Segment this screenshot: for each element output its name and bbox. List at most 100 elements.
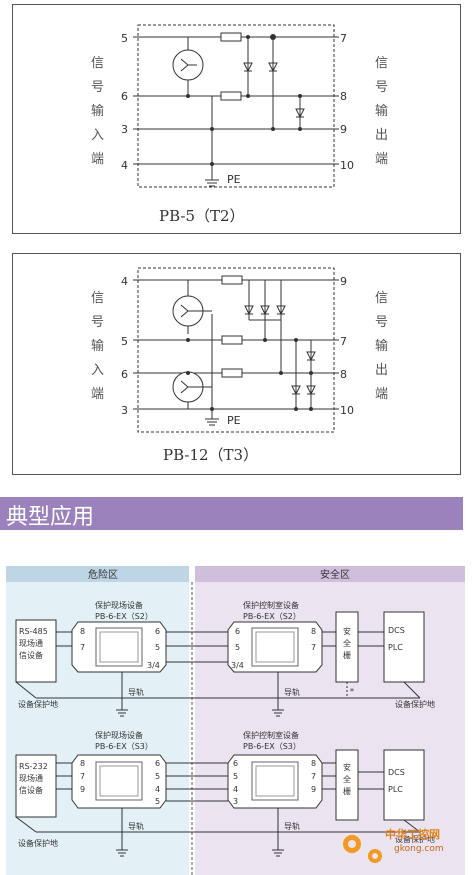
pin-label: 8 bbox=[311, 759, 316, 768]
protector-model: PB-6-EX（S2） bbox=[243, 612, 301, 621]
pe-label: PE bbox=[227, 173, 241, 186]
protector-title: 保护控制室设备 bbox=[243, 730, 299, 740]
input-label-char: 端 bbox=[91, 387, 104, 402]
pin-label: 3/4 bbox=[231, 661, 244, 670]
input-label-char: 入 bbox=[91, 128, 104, 143]
input-label-char: 入 bbox=[91, 363, 104, 378]
barrier-label: 栅 bbox=[343, 786, 351, 796]
safety-barrier bbox=[335, 749, 359, 821]
pin-label: 8 bbox=[80, 759, 85, 768]
field-device-label: 现场通 bbox=[19, 773, 43, 783]
dcs-label: DCS bbox=[388, 768, 405, 777]
dcs-label: DCS bbox=[388, 626, 405, 635]
danger-zone-area bbox=[6, 566, 189, 875]
pin-label: 7 bbox=[311, 643, 316, 652]
output-label-char: 号 bbox=[375, 80, 388, 95]
tvs-diode bbox=[243, 62, 253, 73]
input-label-char: 信 bbox=[91, 56, 104, 71]
ground-label: 设备保护地 bbox=[395, 699, 435, 709]
diagram-caption: PB-5（T2） bbox=[159, 207, 245, 225]
dcs-plc-box bbox=[383, 749, 425, 821]
ground-label: 设备保护地 bbox=[395, 834, 435, 844]
resistor bbox=[221, 275, 243, 285]
output-label-char: 输 bbox=[375, 103, 388, 119]
pin-label: 6 bbox=[121, 90, 128, 103]
ground-icon bbox=[272, 709, 284, 717]
barrier-label: 栅 bbox=[343, 650, 351, 660]
pin-label: 9 bbox=[311, 785, 316, 794]
ground-label: 设备保护地 bbox=[18, 699, 58, 709]
tvs-diode bbox=[244, 305, 254, 316]
pin-label: 5 bbox=[155, 643, 160, 652]
ground-icon bbox=[116, 709, 128, 717]
pin-label: 5 bbox=[155, 797, 160, 806]
rail-label: 导轨 bbox=[128, 687, 144, 697]
danger-zone-label: 危险区 bbox=[88, 568, 118, 581]
pin-label: 5 bbox=[121, 335, 128, 348]
tvs-diode bbox=[276, 305, 286, 316]
pin-label: 7 bbox=[340, 32, 347, 45]
ctrl-protector-module bbox=[227, 754, 323, 809]
safe-zone-label: 安全区 bbox=[320, 568, 350, 581]
pin-label: 7 bbox=[80, 643, 85, 652]
output-label-char: 信 bbox=[375, 291, 388, 306]
pin-label: 3 bbox=[233, 797, 238, 806]
watermark-url: gkong.com bbox=[394, 844, 444, 854]
input-label-char: 输 bbox=[91, 338, 104, 354]
protector-title: 保护现场设备 bbox=[95, 600, 143, 610]
pin-label: 4 bbox=[233, 785, 238, 794]
safe-zone-header bbox=[195, 566, 465, 582]
rail-label: 导轨 bbox=[284, 821, 300, 831]
output-label-char: 端 bbox=[375, 152, 388, 167]
input-label-char: 输 bbox=[91, 103, 104, 119]
pin-label: 9 bbox=[80, 785, 85, 794]
dcs-plc-box bbox=[383, 611, 425, 683]
protector-title: 保护控制室设备 bbox=[243, 600, 299, 610]
pin-label: 5 bbox=[233, 772, 238, 781]
field-device-box bbox=[15, 619, 57, 683]
pin-label: 6 bbox=[121, 368, 128, 381]
field-protector-module bbox=[71, 754, 167, 809]
input-label-char: 号 bbox=[91, 80, 104, 95]
pin-label: 5 bbox=[155, 772, 160, 781]
tvs-diode bbox=[306, 385, 316, 396]
protector-model: PB-6-EX（S3） bbox=[243, 742, 301, 751]
field-device-label: 信设备 bbox=[19, 650, 43, 660]
plc-label: PLC bbox=[388, 643, 403, 652]
input-label-char: 端 bbox=[91, 152, 104, 167]
field-device-label: 信设备 bbox=[19, 785, 43, 795]
pin-label: 8 bbox=[311, 627, 316, 636]
tvs-diode bbox=[291, 385, 301, 396]
ground-icon bbox=[205, 179, 219, 187]
plc-label: PLC bbox=[388, 785, 403, 794]
field-protector-module bbox=[71, 621, 167, 673]
pin-label: 5 bbox=[235, 643, 240, 652]
pin-label: 9 bbox=[340, 275, 347, 288]
diagram-caption: PB-12（T3） bbox=[163, 446, 258, 464]
ground-icon bbox=[205, 418, 219, 426]
pin-label: 10 bbox=[340, 404, 354, 417]
ctrl-protector-module bbox=[227, 621, 323, 673]
output-label-char: 号 bbox=[375, 315, 388, 330]
input-label-char: 信 bbox=[91, 291, 104, 306]
pin-label: 8 bbox=[80, 627, 85, 636]
section-title: 典型应用 bbox=[6, 505, 95, 530]
field-device-box bbox=[15, 754, 57, 818]
barrier-label: 安 bbox=[343, 762, 351, 772]
output-label-char: 端 bbox=[375, 387, 388, 402]
output-label-char: 出 bbox=[375, 128, 388, 143]
application-diagram: 危险区 安全区 保护现场设备 PB-6-EX（S2） 保护控制室设备 PB-6-… bbox=[6, 566, 465, 875]
pb12-circuit: 信 号 输 入 端 信 号 输 出 端 4 5 6 3 9 7 8 10 bbox=[91, 267, 388, 464]
danger-zone-header bbox=[6, 566, 189, 582]
input-label-char: 号 bbox=[91, 315, 104, 330]
pin-label: 8 bbox=[340, 90, 347, 103]
enclosure-outline bbox=[137, 267, 335, 433]
barrier-label: 全 bbox=[343, 774, 351, 784]
pin-label: 6 bbox=[235, 627, 240, 636]
output-label-char: 输 bbox=[375, 338, 388, 354]
barrier-label: 安 bbox=[343, 626, 351, 636]
tvs-diode bbox=[306, 351, 316, 362]
pin-label: 3 bbox=[121, 404, 128, 417]
field-device-label: RS-232 bbox=[19, 762, 48, 771]
pin-label: 4 bbox=[155, 785, 160, 794]
